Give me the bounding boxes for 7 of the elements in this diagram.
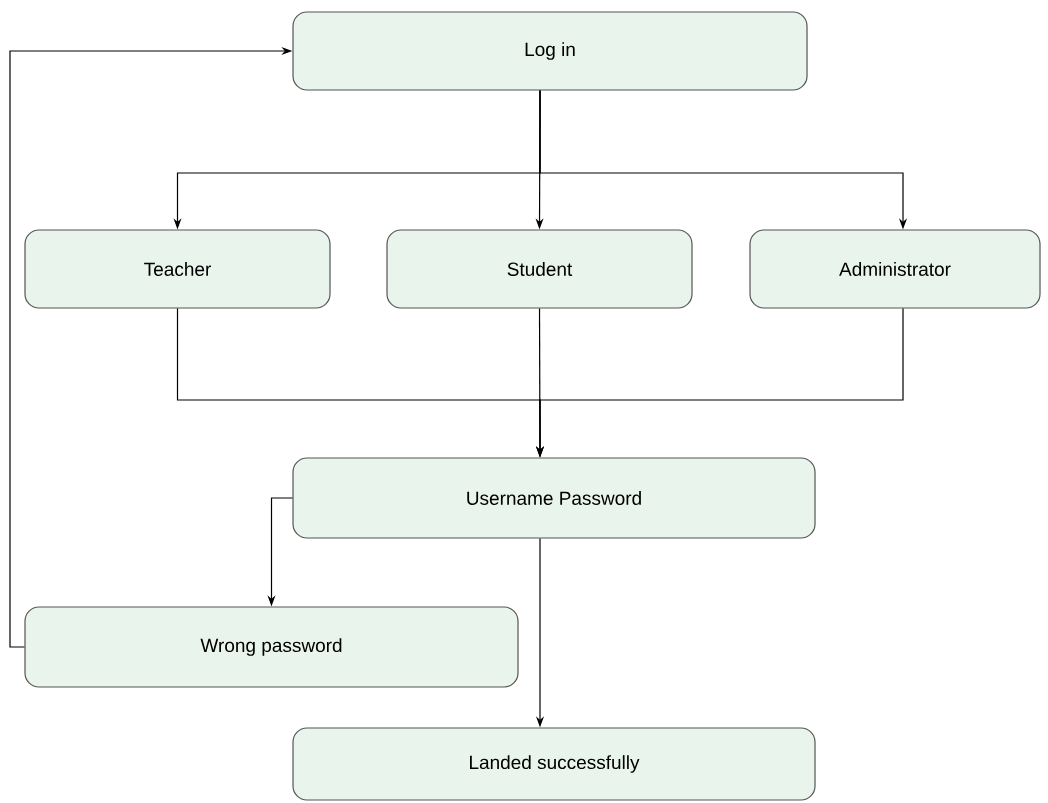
process-box: Username Password (292, 457, 816, 539)
process-box: Administrator (749, 229, 1041, 309)
process-box: Log in (292, 11, 808, 91)
process-box: Landed successfully (292, 727, 816, 801)
process-box: Teacher (24, 229, 331, 309)
process-box: Student (386, 229, 693, 309)
process-box: Wrong password (24, 606, 519, 688)
